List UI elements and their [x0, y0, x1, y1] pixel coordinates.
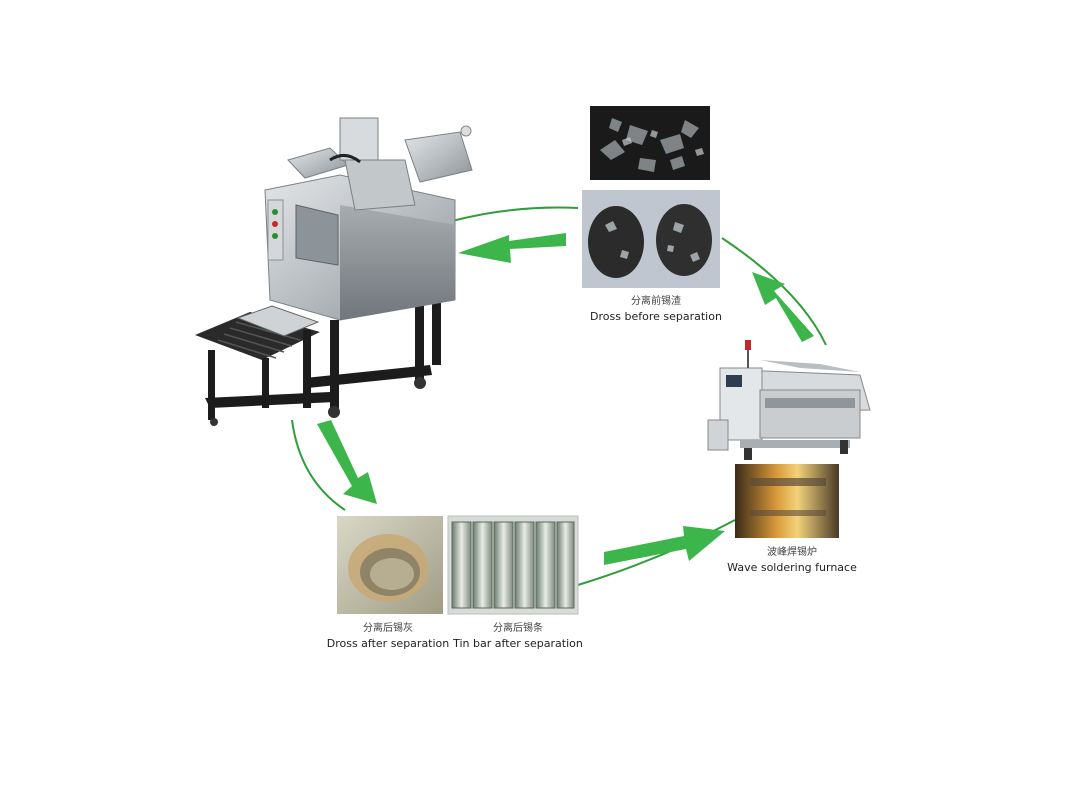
- caption-wave-soldering: 波峰焊锡炉 Wave soldering furnace: [712, 545, 872, 575]
- wave-soldering-machine-image: [707, 340, 871, 538]
- arc-bottom: [577, 519, 736, 586]
- wave-soldering-en-label: Wave soldering furnace: [727, 561, 857, 574]
- dross-after-cn-label: 分离后锡灰: [363, 623, 413, 634]
- dross-before-en-label: Dross before separation: [590, 310, 722, 323]
- tin-bar-after-cn-label: 分离后锡条: [493, 623, 543, 634]
- wave-soldering-cn-label: 波峰焊锡炉: [767, 547, 817, 558]
- arrow-down-left: [317, 420, 377, 504]
- separator-machine-image: [195, 117, 473, 426]
- dross-ash-photo: [337, 516, 443, 614]
- tin-bar-after-en-label: Tin bar after separation: [453, 637, 583, 650]
- flow-arrows: [317, 233, 814, 565]
- caption-dross-after: 分离后锡灰 Dross after separation: [310, 621, 466, 651]
- arc-left: [291, 419, 346, 511]
- arc-right: [721, 237, 827, 346]
- cycle-arcs: [291, 206, 827, 586]
- arrow-up-right: [752, 272, 814, 342]
- dross-before-cn-label: 分离前锡渣: [631, 296, 681, 307]
- tin-bar-photo: [447, 515, 579, 615]
- caption-dross-before: 分离前锡渣 Dross before separation: [576, 294, 736, 324]
- dross-after-en-label: Dross after separation: [326, 637, 450, 650]
- arrow-to-furnace: [604, 526, 725, 565]
- arrow-to-separator: [458, 233, 566, 263]
- caption-tin-bar-after: 分离后锡条 Tin bar after separation: [440, 621, 596, 651]
- arc-top: [451, 206, 579, 222]
- dross-photo: [582, 106, 720, 288]
